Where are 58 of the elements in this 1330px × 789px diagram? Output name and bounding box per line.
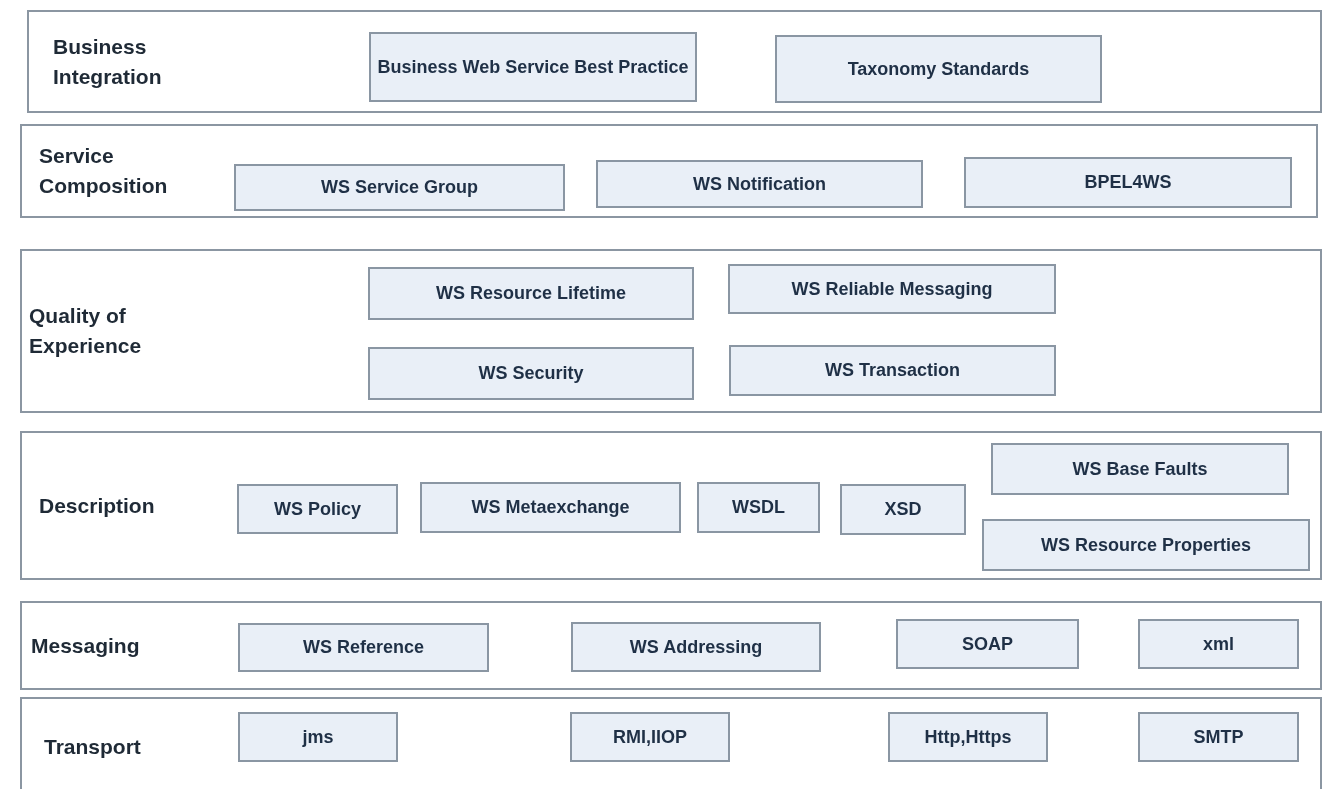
component-box bbox=[369, 32, 697, 102]
layer-heading: Description bbox=[39, 492, 156, 519]
component-box bbox=[991, 443, 1289, 495]
component-label: WSDL bbox=[732, 496, 785, 519]
component-label: WS Security bbox=[478, 362, 584, 385]
component-label: WS Notification bbox=[693, 172, 826, 196]
layer-band bbox=[20, 431, 1322, 580]
component-label: WS Policy bbox=[274, 497, 361, 521]
component-box bbox=[238, 712, 398, 762]
component-label: WS Reliable Messaging bbox=[791, 277, 993, 301]
component-box bbox=[888, 712, 1048, 762]
component-label: WS Resource Lifetime bbox=[435, 282, 626, 305]
component-box bbox=[237, 484, 398, 534]
component-box bbox=[368, 267, 694, 320]
component-label: WS Metaexchange bbox=[471, 496, 630, 519]
component-label: jms bbox=[302, 725, 334, 749]
component-box bbox=[238, 623, 489, 672]
component-box bbox=[1138, 619, 1299, 669]
component-label: SOAP bbox=[962, 632, 1013, 656]
component-label: XSD bbox=[884, 498, 922, 521]
component-label: RMI,IIOP bbox=[613, 725, 687, 749]
component-box bbox=[596, 160, 923, 208]
component-box bbox=[697, 482, 820, 533]
layer-heading: Messaging bbox=[31, 632, 141, 659]
component-box bbox=[234, 164, 565, 211]
component-label: WS Resource Properties bbox=[1040, 533, 1252, 557]
component-label: Http,Https bbox=[924, 725, 1012, 749]
component-box bbox=[896, 619, 1079, 669]
layer-band bbox=[20, 249, 1322, 413]
component-label: WS Reference bbox=[302, 636, 424, 659]
component-label: xml bbox=[1203, 632, 1234, 656]
component-box bbox=[571, 622, 821, 672]
component-box bbox=[368, 347, 694, 400]
layer-band bbox=[20, 124, 1318, 218]
component-label: WS Service Group bbox=[320, 176, 478, 199]
component-box bbox=[964, 157, 1292, 208]
component-box bbox=[775, 35, 1102, 103]
component-label: Taxonomy Standards bbox=[847, 57, 1030, 81]
layer-heading: Quality of Experience bbox=[29, 303, 143, 359]
component-label: Business Web Service Best Practice bbox=[377, 55, 689, 79]
component-label: BPEL4WS bbox=[1084, 171, 1172, 194]
component-box bbox=[982, 519, 1310, 571]
layer-band bbox=[27, 10, 1322, 113]
layer-heading: Service Composition bbox=[39, 143, 169, 199]
component-label: WS Base Faults bbox=[1072, 457, 1208, 481]
component-box bbox=[570, 712, 730, 762]
component-box bbox=[1138, 712, 1299, 762]
component-box bbox=[729, 345, 1056, 396]
component-label: WS Addressing bbox=[629, 635, 763, 659]
component-box bbox=[420, 482, 681, 533]
layer-heading: Transport bbox=[44, 734, 142, 760]
component-label: WS Transaction bbox=[825, 359, 960, 382]
component-label: SMTP bbox=[1193, 725, 1244, 749]
layer-band bbox=[20, 601, 1322, 690]
layer-heading: Business Integration bbox=[53, 33, 163, 90]
component-box bbox=[840, 484, 966, 535]
layer-band bbox=[20, 697, 1322, 789]
component-box bbox=[728, 264, 1056, 314]
